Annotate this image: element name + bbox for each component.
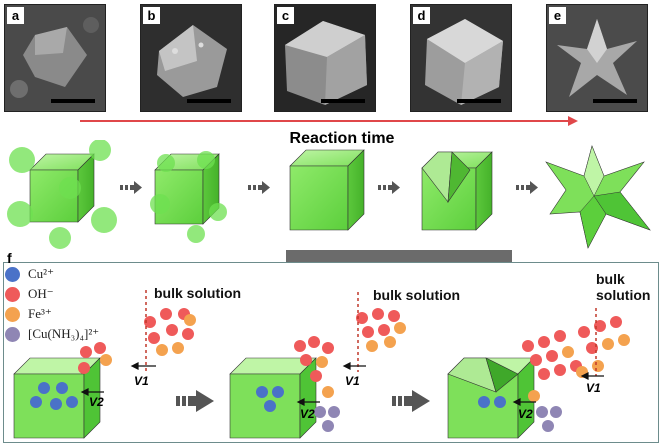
scene-2-cube xyxy=(229,357,317,439)
sem-image-b-texture xyxy=(141,5,241,111)
scale-bar-d xyxy=(457,99,501,103)
panel-f-frame xyxy=(3,262,659,443)
scene-1-v2-arrow xyxy=(80,388,104,396)
panel-label-a: a xyxy=(7,7,24,24)
cu-ion-icon xyxy=(5,266,20,282)
stage-5-star-shape xyxy=(545,145,651,249)
legend-label: Cu²⁺ xyxy=(28,266,54,281)
morphology-sequence xyxy=(7,140,651,249)
stage-4-cube-etched xyxy=(421,151,493,231)
legend-item-oh: OH⁻ xyxy=(5,286,54,302)
scene-1-v1-arrow xyxy=(130,362,156,370)
legend-label: [Cu(NH₃)₄]²⁺ xyxy=(28,326,100,341)
scene-arrow-2 xyxy=(392,390,430,412)
scene-arrow-1 xyxy=(176,390,214,412)
scene-2-solution-ions xyxy=(294,308,406,432)
panel-label-f: f xyxy=(7,250,12,266)
scene-1-cu-ions xyxy=(30,382,78,410)
scene-2-v1-arrow xyxy=(342,362,366,370)
v2-label-3: V2 xyxy=(518,407,533,421)
reaction-time-arrow-svg xyxy=(80,116,578,126)
sem-image-c: c xyxy=(274,4,376,112)
scale-bar-e xyxy=(593,99,637,103)
stage-arrow-1 xyxy=(120,181,142,194)
panel-label-c: c xyxy=(277,7,294,24)
sem-image-c-texture xyxy=(275,5,375,111)
v1-label-3: V1 xyxy=(586,381,601,395)
panel-label-e: e xyxy=(549,7,566,24)
bulk-solution-label-3: bulk solution xyxy=(596,271,651,303)
stage-2-cube-with-particles xyxy=(150,151,227,243)
scene-3-solution-ions xyxy=(522,316,630,432)
panel-label-d: d xyxy=(413,7,430,24)
reaction-time-label: Reaction time xyxy=(289,130,395,147)
bulk-solution-label-2: bulk solution xyxy=(373,287,461,303)
v1-label-2: V1 xyxy=(345,374,360,388)
stage-arrow-4 xyxy=(516,181,538,194)
legend-label: OH⁻ xyxy=(28,286,54,301)
legend-item-fe: Fe³⁺ xyxy=(5,306,52,322)
scale-bar-b xyxy=(187,99,231,103)
v1-label-1: V1 xyxy=(134,374,149,388)
scene-3-cube-etched xyxy=(447,357,535,439)
scene-3-cu-ions xyxy=(478,396,506,408)
bulk-solution-label-1: bulk solution xyxy=(154,285,242,301)
scale-bar-a xyxy=(51,99,95,103)
sem-image-d-texture xyxy=(411,5,511,111)
v2-label-2: V2 xyxy=(300,407,315,421)
v2-label-1: V2 xyxy=(89,395,104,409)
oh-ion-icon xyxy=(5,286,20,302)
legend-item-cu-nh3: [Cu(NH₃)₄]²⁺ xyxy=(5,326,99,342)
stage-1-cube-with-particles xyxy=(7,140,117,249)
reaction-time-arrowhead xyxy=(568,116,578,126)
scene-1-solution-ions xyxy=(78,308,196,374)
scene-2-v2-arrow xyxy=(296,398,320,406)
scene-3-v2-arrow xyxy=(512,398,536,406)
sem-image-b: b xyxy=(140,4,242,112)
panel-label-b: b xyxy=(143,7,160,24)
panel-f-tab xyxy=(286,250,512,263)
sem-image-a: a xyxy=(4,4,106,112)
cu-ammine-icon xyxy=(5,326,20,342)
scene-3-v1-arrow xyxy=(580,372,604,380)
stage-3-cube xyxy=(289,149,365,231)
legend-label: Fe³⁺ xyxy=(28,306,52,321)
fe-ion-icon xyxy=(5,306,20,322)
scale-bar-c xyxy=(321,99,365,103)
diffusion-scheme xyxy=(13,290,630,439)
legend-item-cu: Cu²⁺ xyxy=(5,266,54,282)
sem-image-e: e xyxy=(546,4,648,112)
sem-image-d: d xyxy=(410,4,512,112)
scene-2-cu-ions xyxy=(256,386,284,412)
stage-arrow-2 xyxy=(248,181,270,194)
stage-arrow-3 xyxy=(378,181,400,194)
